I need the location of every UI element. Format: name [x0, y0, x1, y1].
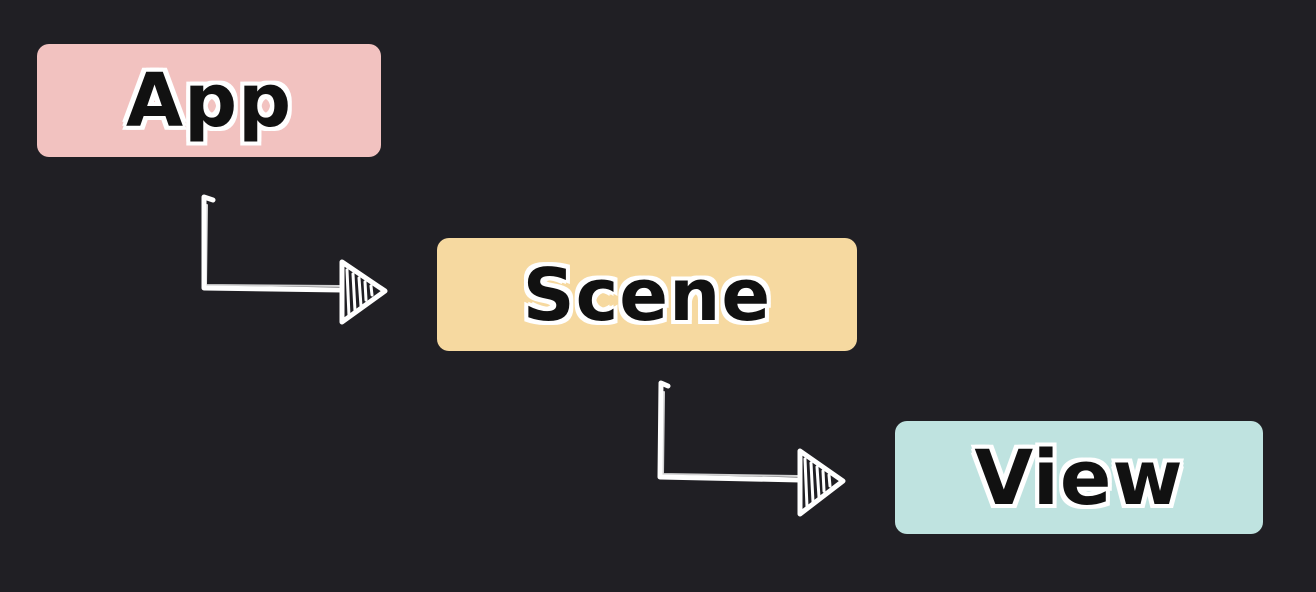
arrow-scene-to-view-line — [657, 380, 803, 483]
arrow-scene-to-view-head-hatch — [803, 457, 832, 509]
view-node-label: View — [974, 432, 1184, 522]
app-node: App — [37, 44, 381, 157]
arrow-app-to-scene-head — [339, 259, 388, 325]
app-node-label: App — [125, 57, 293, 144]
arrow-scene-to-view-head — [797, 448, 846, 517]
scene-node-label: Scene — [522, 252, 772, 337]
arrow-app-to-scene-head-hatch — [345, 268, 374, 318]
arrow-app-to-scene — [201, 194, 388, 325]
arrow-app-to-scene-line-sketch — [205, 204, 341, 287]
arrow-scene-to-view — [657, 380, 846, 517]
arrow-scene-to-view-line-sketch — [662, 391, 799, 477]
view-node: View — [895, 421, 1263, 534]
arrow-app-to-scene-line — [201, 194, 345, 293]
scene-node: Scene — [437, 238, 857, 351]
